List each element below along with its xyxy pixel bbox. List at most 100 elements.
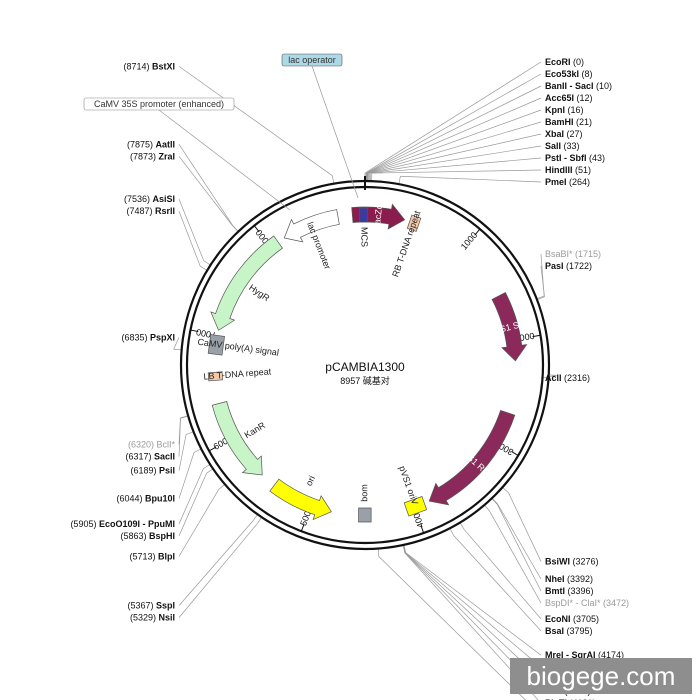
site-psii: (6189) PsiI	[130, 466, 175, 476]
svg-text:PstI - SbfI (43): PstI - SbfI (43)	[545, 153, 605, 163]
svg-text:(5367) SspI: (5367) SspI	[127, 601, 175, 611]
tick-mark	[474, 228, 481, 236]
site-blpi: (5713) BlpI	[129, 551, 175, 561]
svg-text:(6044) Bpu10I: (6044) Bpu10I	[116, 494, 175, 504]
svg-text:PasI (1722): PasI (1722)	[545, 261, 592, 271]
site-nsii: (5329) NsiI	[130, 613, 175, 623]
site-nhei: NheI (3392)	[545, 574, 593, 584]
svg-text:(6320) BclI*: (6320) BclI*	[128, 440, 176, 450]
svg-text:NheI (3392): NheI (3392)	[545, 574, 593, 584]
svg-text:XbaI (27): XbaI (27)	[545, 129, 583, 139]
site-leaders	[173, 61, 557, 700]
site-sali: SalI (33)	[545, 141, 580, 151]
svg-text:HindIII (51): HindIII (51)	[545, 165, 591, 175]
svg-text:(6835) PspXI: (6835) PspXI	[121, 332, 175, 342]
feature-camv-poly-a-signal: CaMV poly(A) signal	[197, 334, 280, 358]
site-bmti: BmtI (3396)	[545, 586, 594, 596]
site-ecori: EcoRI (0)	[545, 57, 584, 67]
svg-text:ori: ori	[304, 474, 317, 487]
site-pluti: PluTI (4181)	[545, 698, 596, 700]
plasmid-length: 8957 碱基对	[340, 375, 390, 386]
site-bsai: BsaI (3795)	[545, 626, 593, 636]
svg-text:(8714) BstXI: (8714) BstXI	[123, 61, 175, 71]
site-zrai: (7873) ZraI	[130, 151, 175, 161]
svg-text:Eco53kI (8): Eco53kI (8)	[545, 69, 593, 79]
feature-pvs1-oriv: pVS1 oriV	[397, 465, 428, 517]
svg-text:(5713) BlpI: (5713) BlpI	[129, 551, 175, 561]
site-pmei: PmeI (264)	[545, 177, 590, 187]
svg-text:(7487) RsrII: (7487) RsrII	[126, 206, 175, 216]
site-bsiwi: BsiWI (3276)	[545, 556, 599, 566]
site-acli: AclI (2316)	[545, 373, 590, 383]
site-xbai: XbaI (27)	[545, 129, 583, 139]
site-bspdi-clai: BspDI* - ClaI* (3472)	[545, 598, 629, 608]
site-econi: EcoNI (3705)	[545, 614, 599, 624]
feature-bom: bom	[358, 484, 372, 523]
svg-text:BamHI (21): BamHI (21)	[545, 117, 592, 127]
tick-mark	[420, 525, 425, 534]
svg-text:(7875) AatII: (7875) AatII	[127, 139, 175, 149]
svg-text:(6189) PsiI: (6189) PsiI	[130, 466, 175, 476]
feature-mcs: MCS	[359, 207, 370, 247]
site-bpu10i: (6044) Bpu10I	[116, 494, 175, 504]
svg-text:lacZα: lacZα	[372, 204, 384, 227]
site-bsphi: (5863) BspHI	[120, 531, 175, 541]
svg-text:(7536) AsiSI: (7536) AsiSI	[124, 194, 175, 204]
svg-text:pVS1 oriV: pVS1 oriV	[397, 465, 420, 507]
site-bamhi: BamHI (21)	[545, 117, 592, 127]
site-sspi: (5367) SspI	[127, 601, 175, 611]
svg-text:BsaBI* (1715): BsaBI* (1715)	[545, 249, 601, 259]
svg-text:AclI (2316): AclI (2316)	[545, 373, 590, 383]
svg-text:BspDI* - ClaI* (3472): BspDI* - ClaI* (3472)	[545, 598, 629, 608]
site-sacii: (6317) SacII	[125, 452, 175, 462]
tick-mark	[253, 225, 260, 233]
site-aatii: (7875) AatII	[127, 139, 175, 149]
svg-text:lac operator: lac operator	[288, 55, 336, 65]
site-pspxi: (6835) PspXI	[121, 332, 175, 342]
site-kpni: KpnI (16)	[545, 105, 584, 115]
feature-lac-promoter: lac promoter	[283, 209, 340, 271]
feature-pvs1-repa: pVS1 RepA	[428, 409, 516, 506]
site-psti-sbfi: PstI - SbfI (43)	[545, 153, 605, 163]
site-mrei-sgrai: MreI - SgrAI (4174)	[545, 650, 624, 660]
tick-mark	[511, 451, 519, 456]
svg-text:KpnI (16): KpnI (16)	[545, 105, 584, 115]
site-asisi: (7536) AsiSI	[124, 194, 175, 204]
svg-text:BsiWI (3276): BsiWI (3276)	[545, 556, 599, 566]
site-rsrii: (7487) RsrII	[126, 206, 175, 216]
svg-text:(6317) SacII: (6317) SacII	[125, 452, 175, 462]
svg-text:(5863) BspHI: (5863) BspHI	[120, 531, 175, 541]
svg-text:(5905) EcoO109I - PpuMI: (5905) EcoO109I - PpuMI	[70, 519, 175, 529]
site-banii-saci: BanII - SacI (10)	[545, 81, 612, 91]
site-acc65i: Acc65I (12)	[545, 93, 593, 103]
tick-mark	[532, 334, 541, 338]
svg-text:EcoNI (3705): EcoNI (3705)	[545, 614, 599, 624]
svg-text:MCS: MCS	[359, 227, 369, 247]
tick-mark	[208, 446, 217, 452]
site-bcli: (6320) BclI*	[128, 440, 176, 450]
tick-mark	[300, 523, 305, 532]
tick-mark	[190, 329, 199, 333]
feature-ori: ori	[269, 474, 332, 521]
svg-text:EcoRI (0): EcoRI (0)	[545, 57, 584, 67]
watermark: biogege.com	[510, 658, 692, 694]
svg-text:BsaI (3795): BsaI (3795)	[545, 626, 593, 636]
svg-text:CaMV poly(A) signal: CaMV poly(A) signal	[197, 337, 280, 358]
svg-text:KanR: KanR	[243, 420, 268, 440]
svg-text:HygR: HygR	[247, 282, 272, 303]
site-pasi: PasI (1722)	[545, 261, 592, 271]
svg-text:BanII - SacI (10): BanII - SacI (10)	[545, 81, 612, 91]
svg-text:LB T-DNA repeat: LB T-DNA repeat	[203, 366, 272, 381]
site-hindiii: HindIII (51)	[545, 165, 591, 175]
svg-text:MreI - SgrAI (4174): MreI - SgrAI (4174)	[545, 650, 624, 660]
lac-operator-label: lac operator	[281, 53, 359, 199]
svg-text:(5329) NsiI: (5329) NsiI	[130, 613, 175, 623]
feature-pvs1-staa: pVS1 StaA	[488, 292, 533, 362]
svg-text:bom: bom	[359, 484, 369, 502]
svg-text:PluTI (4181): PluTI (4181)	[545, 698, 596, 700]
svg-text:(7873) ZraI: (7873) ZraI	[130, 151, 175, 161]
svg-text:Acc65I (12): Acc65I (12)	[545, 93, 593, 103]
site-eco53ki: Eco53kI (8)	[545, 69, 593, 79]
feature-lb-t-dna-repeat: LB T-DNA repeat	[203, 366, 272, 381]
